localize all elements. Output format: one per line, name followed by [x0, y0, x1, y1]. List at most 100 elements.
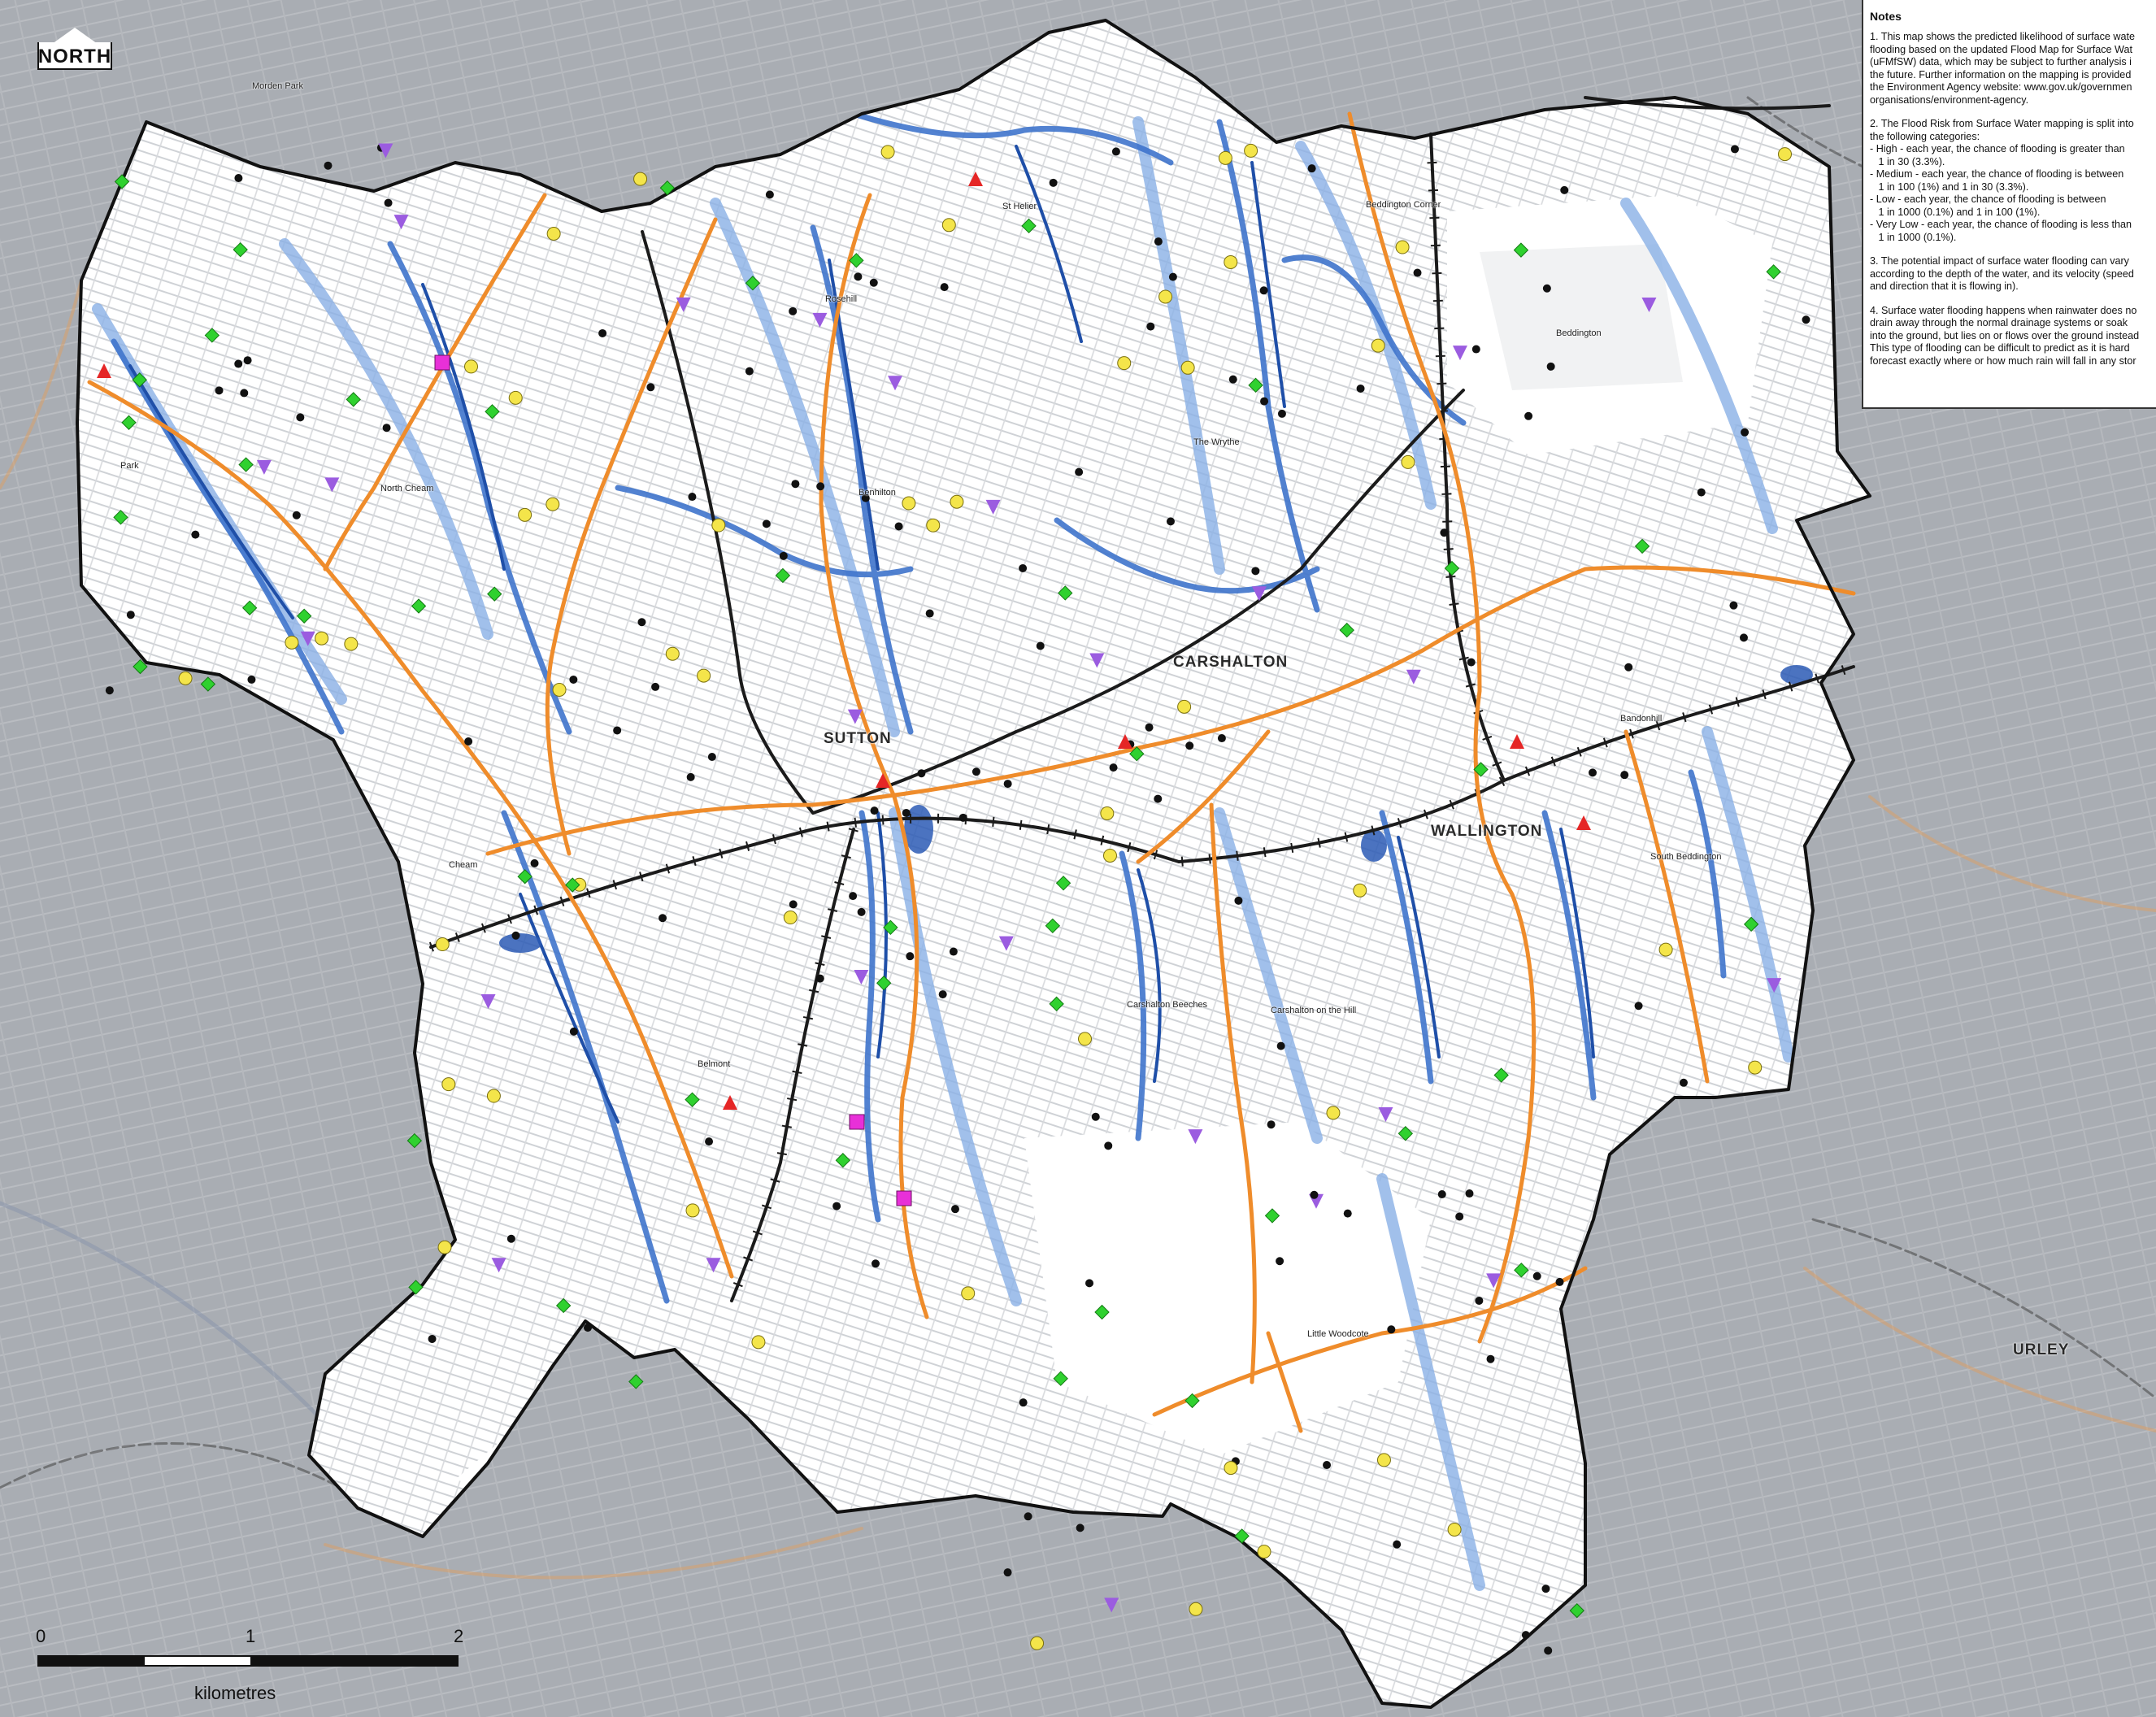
marker-black-dot	[105, 686, 114, 695]
marker-magenta-square	[849, 1114, 865, 1130]
marker-yellow-circle	[1180, 360, 1195, 375]
marker-green-diamond	[849, 253, 864, 268]
marker-yellow-circle	[711, 518, 726, 532]
marker-yellow-circle	[1371, 338, 1385, 353]
marker-black-dot	[1154, 237, 1163, 246]
marker-black-dot	[1085, 1279, 1094, 1288]
marker-purple-triangle	[998, 936, 1014, 951]
marker-black-dot	[894, 522, 903, 531]
marker-black-dot	[1217, 734, 1226, 743]
marker-black-dot	[1532, 1271, 1541, 1280]
marker-black-dot	[917, 769, 926, 778]
marker-purple-triangle	[847, 709, 863, 724]
marker-black-dot	[745, 367, 754, 376]
marker-black-dot	[1104, 1141, 1113, 1150]
marker-black-dot	[1323, 1461, 1332, 1470]
marker-black-dot	[925, 609, 934, 618]
marker-black-dot	[1091, 1112, 1100, 1121]
marker-yellow-circle	[437, 1240, 452, 1254]
marker-yellow-circle	[285, 635, 299, 650]
north-arrow-head	[52, 28, 98, 44]
marker-black-dot	[1109, 763, 1118, 772]
marker-black-dot	[1277, 409, 1286, 418]
marker-black-dot	[789, 900, 798, 909]
marker-green-diamond	[296, 608, 312, 624]
marker-black-dot	[870, 806, 879, 815]
marker-green-diamond	[1473, 762, 1489, 777]
marker-black-dot	[1049, 178, 1058, 187]
marker-yellow-circle	[1353, 883, 1367, 898]
marker-black-dot	[215, 386, 224, 395]
marker-green-diamond	[565, 877, 580, 893]
marker-yellow-circle	[518, 507, 532, 522]
marker-black-dot	[1475, 1296, 1484, 1305]
marker-green-diamond	[1397, 1126, 1414, 1141]
marker-black-dot	[598, 328, 607, 337]
marker-green-diamond	[1743, 916, 1759, 932]
marker-black-dot	[686, 772, 695, 781]
marker-black-dot	[637, 618, 646, 627]
marker-black-dot	[1356, 384, 1365, 393]
marker-black-dot	[1251, 567, 1260, 576]
place-label-morden-park: Morden Park	[252, 81, 303, 91]
marker-yellow-circle	[880, 145, 895, 159]
marker-green-diamond	[1493, 1067, 1509, 1083]
marker-green-diamond	[241, 600, 258, 615]
marker-purple-triangle	[1104, 1597, 1119, 1613]
marker-yellow-circle	[546, 497, 560, 511]
marker-layer	[97, 143, 1810, 1655]
marker-yellow-circle	[1117, 356, 1132, 371]
marker-green-diamond	[1053, 1371, 1068, 1386]
marker-green-diamond	[1766, 264, 1781, 280]
marker-black-dot	[1624, 663, 1633, 672]
marker-black-dot	[1546, 362, 1555, 371]
marker-black-dot	[530, 858, 539, 867]
marker-black-dot	[1259, 286, 1268, 295]
marker-black-dot	[1267, 1120, 1276, 1129]
marker-green-diamond	[1264, 1208, 1280, 1224]
marker-yellow-circle	[1658, 942, 1673, 957]
place-label-north-cheam: North Cheam	[380, 484, 434, 493]
marker-black-dot	[1343, 1209, 1352, 1218]
marker-purple-triangle	[378, 143, 393, 159]
marker-black-dot	[1471, 345, 1480, 354]
borough-boundary	[76, 19, 1871, 1709]
marker-green-diamond	[1021, 218, 1037, 234]
marker-green-diamond	[1058, 585, 1073, 601]
marker-green-diamond	[1234, 1528, 1250, 1544]
marker-black-dot	[1541, 1584, 1550, 1593]
scale-tick-2: 2	[454, 1626, 464, 1646]
marker-black-dot	[1437, 1190, 1446, 1199]
marker-black-dot	[1560, 185, 1569, 194]
marker-black-dot	[1076, 1524, 1085, 1532]
marker-yellow-circle	[463, 359, 478, 374]
marker-black-dot	[1730, 145, 1739, 154]
marker-green-diamond	[346, 392, 361, 407]
marker-purple-triangle	[812, 312, 828, 328]
marker-black-dot	[1168, 272, 1177, 281]
marker-black-dot	[1146, 322, 1155, 331]
marker-black-dot	[1524, 411, 1533, 420]
marker-red-triangle	[723, 1095, 737, 1110]
marker-green-diamond	[685, 1092, 700, 1107]
scale-unit: kilometres	[194, 1683, 276, 1703]
place-label-urley: URLEY	[2013, 1341, 2070, 1358]
town-label-sutton: SUTTON	[824, 730, 892, 747]
marker-black-dot	[832, 1202, 841, 1211]
marker-yellow-circle	[546, 227, 561, 241]
marker-yellow-circle	[315, 631, 329, 646]
marker-black-dot	[1166, 517, 1175, 526]
marker-green-diamond	[1514, 1263, 1529, 1278]
marker-green-diamond	[406, 1132, 423, 1149]
place-label-cheam: Cheam	[449, 860, 478, 870]
marker-black-dot	[849, 892, 858, 901]
marker-purple-triangle	[888, 376, 903, 391]
marker-yellow-circle	[926, 518, 941, 532]
marker-black-dot	[1036, 641, 1045, 650]
marker-yellow-circle	[1030, 1636, 1045, 1650]
marker-yellow-circle	[950, 494, 964, 509]
marker-yellow-circle	[1778, 147, 1793, 162]
marker-black-dot	[1802, 315, 1810, 324]
marker-black-dot	[1260, 397, 1269, 406]
